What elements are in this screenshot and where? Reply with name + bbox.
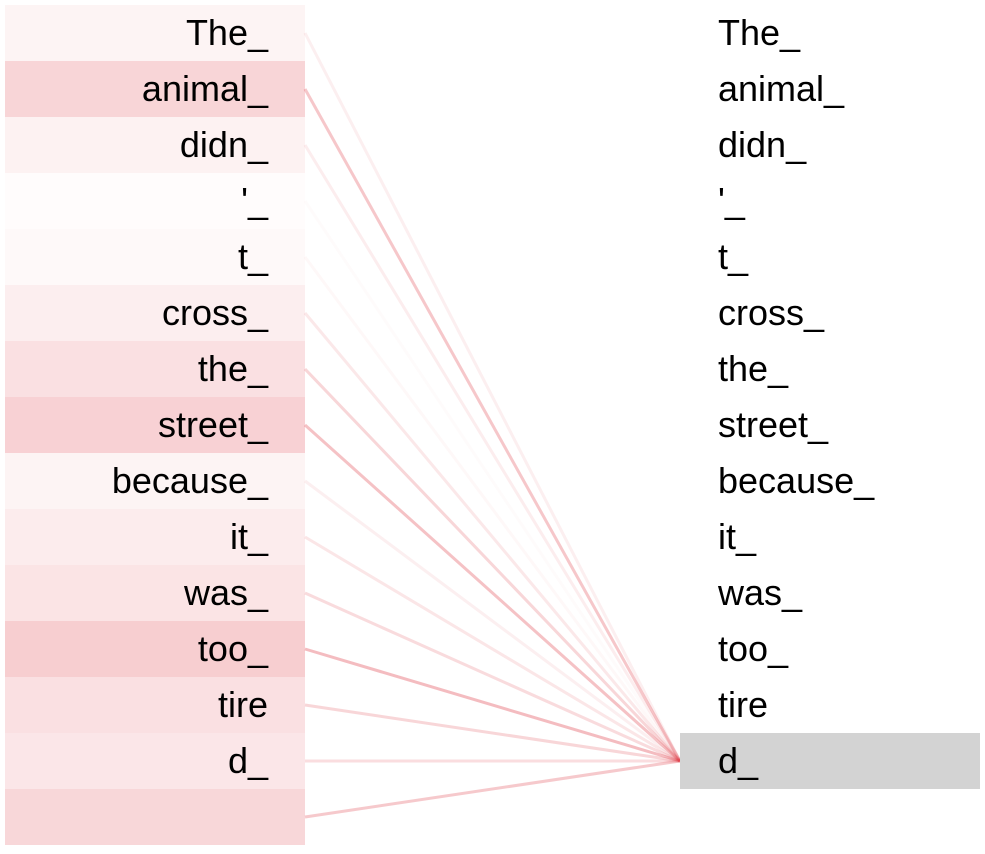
source-token-column: The_animal_didn_ '_ t_cross_the_street_bec… bbox=[5, 5, 305, 845]
target-token[interactable]: didn_ bbox=[718, 124, 807, 165]
target-token[interactable]: animal_ bbox=[718, 68, 845, 109]
attention-line bbox=[304, 479, 681, 763]
source-token[interactable]: because_ bbox=[5, 453, 305, 509]
attention-line bbox=[303, 256, 682, 762]
target-token[interactable]: The_ bbox=[718, 12, 801, 53]
source-token[interactable]: too_ bbox=[5, 621, 305, 677]
source-token[interactable]: street_ bbox=[5, 397, 305, 453]
attention-line bbox=[303, 88, 682, 762]
source-token[interactable]: tire bbox=[5, 677, 305, 733]
source-token[interactable]: animal_ bbox=[5, 61, 305, 117]
target-token[interactable]: too_ bbox=[718, 628, 789, 669]
attention-line bbox=[303, 32, 682, 762]
target-token-column: The_ animal_ didn_ '_ t_ cross_ the_ street_bec… bbox=[680, 5, 980, 789]
attention-line bbox=[304, 591, 681, 763]
source-token[interactable]: the_ bbox=[5, 341, 305, 397]
target-token[interactable]: street_ bbox=[718, 404, 829, 445]
attention-line bbox=[303, 423, 682, 763]
target-token[interactable]: t_ bbox=[718, 236, 749, 277]
target-token[interactable]: because_ bbox=[718, 460, 875, 501]
attention-line bbox=[304, 647, 681, 763]
source-token[interactable]: cross_ bbox=[5, 285, 305, 341]
target-token[interactable]: the_ bbox=[718, 348, 789, 389]
target-token[interactable]: cross_ bbox=[718, 292, 825, 333]
attention-line bbox=[304, 759, 681, 819]
target-token[interactable]: tire bbox=[718, 684, 769, 725]
source-token[interactable]: d_ bbox=[5, 733, 305, 789]
target-token[interactable]: was_ bbox=[718, 572, 803, 613]
attention-line bbox=[303, 312, 682, 762]
source-token[interactable]: was_ bbox=[5, 565, 305, 621]
source-token[interactable] bbox=[5, 789, 305, 845]
source-token[interactable]: didn_ bbox=[5, 117, 305, 173]
target-token[interactable]: it_ bbox=[718, 516, 757, 557]
source-token[interactable]: t_ bbox=[5, 229, 305, 285]
attention-line bbox=[304, 703, 681, 763]
attention-line bbox=[303, 367, 682, 763]
target-token-selected[interactable]: d_ bbox=[680, 733, 980, 789]
source-token[interactable]: '_ bbox=[241, 180, 268, 221]
source-token[interactable]: it_ bbox=[5, 509, 305, 565]
attention-line bbox=[303, 144, 682, 762]
source-token[interactable]: The_ bbox=[5, 5, 305, 61]
attention-line bbox=[304, 535, 681, 763]
target-token[interactable]: '_ bbox=[718, 180, 745, 221]
